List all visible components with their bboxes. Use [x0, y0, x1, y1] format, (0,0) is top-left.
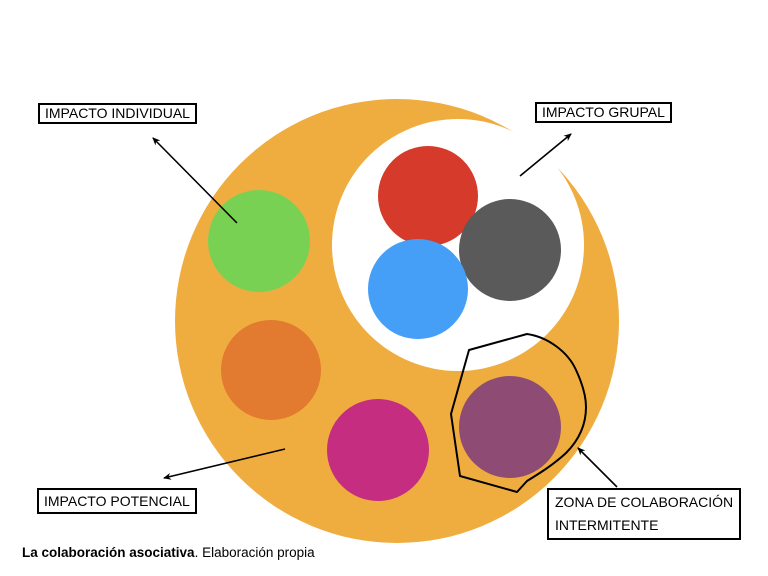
label-impacto-individual: IMPACTO INDIVIDUAL [38, 103, 197, 124]
label-impacto-grupal: IMPACTO GRUPAL [535, 102, 672, 123]
label-zona-line2: INTERMITENTE [555, 517, 659, 533]
label-impacto-grupal-text: IMPACTO GRUPAL [542, 104, 665, 120]
green-circle-impacto-individual [208, 190, 310, 292]
figure-caption: La colaboración asociativa. Elaboración … [22, 545, 315, 560]
label-impacto-potencial: IMPACTO POTENCIAL [37, 488, 197, 514]
label-zona-line1: ZONA DE COLABORACIÓN [555, 494, 734, 510]
label-impacto-individual-text: IMPACTO INDIVIDUAL [45, 105, 190, 121]
purple-circle-zona-intermitente [459, 376, 561, 478]
caption-title: La colaboración asociativa [22, 545, 195, 560]
magenta-circle-member [327, 399, 429, 501]
orange-circle-member [221, 320, 321, 420]
caption-rest: . Elaboración propia [194, 545, 315, 560]
red-circle-member [378, 146, 478, 246]
gray-circle-member [459, 199, 561, 301]
label-zona-colaboracion-intermitente: ZONA DE COLABORACIÓN INTERMITENTE [547, 488, 742, 540]
arrow-zona-intermitente [577, 447, 618, 488]
blue-circle-member [368, 239, 468, 339]
label-impacto-potencial-text: IMPACTO POTENCIAL [44, 492, 190, 509]
